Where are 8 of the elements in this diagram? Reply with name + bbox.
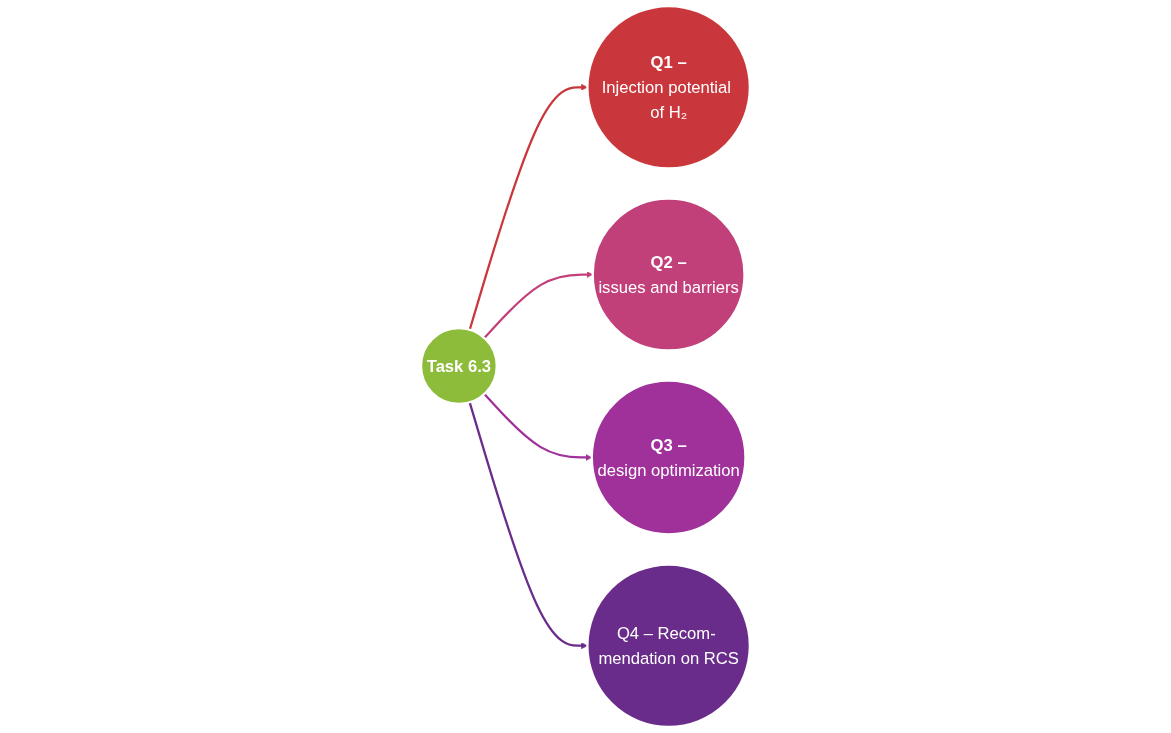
node-circle: Q3 – design optimization xyxy=(590,379,747,536)
node-circle: Q2 – issues and barriers xyxy=(591,197,746,352)
node-circle: Q1 – Injection potential of H₂ xyxy=(586,4,752,170)
arrow xyxy=(468,83,588,331)
node-circle: Task 6.3 xyxy=(419,327,498,405)
arrow xyxy=(483,393,593,461)
node-circle: Q4 – Recom- mendation on RCS xyxy=(586,563,752,729)
arrow xyxy=(468,402,588,650)
